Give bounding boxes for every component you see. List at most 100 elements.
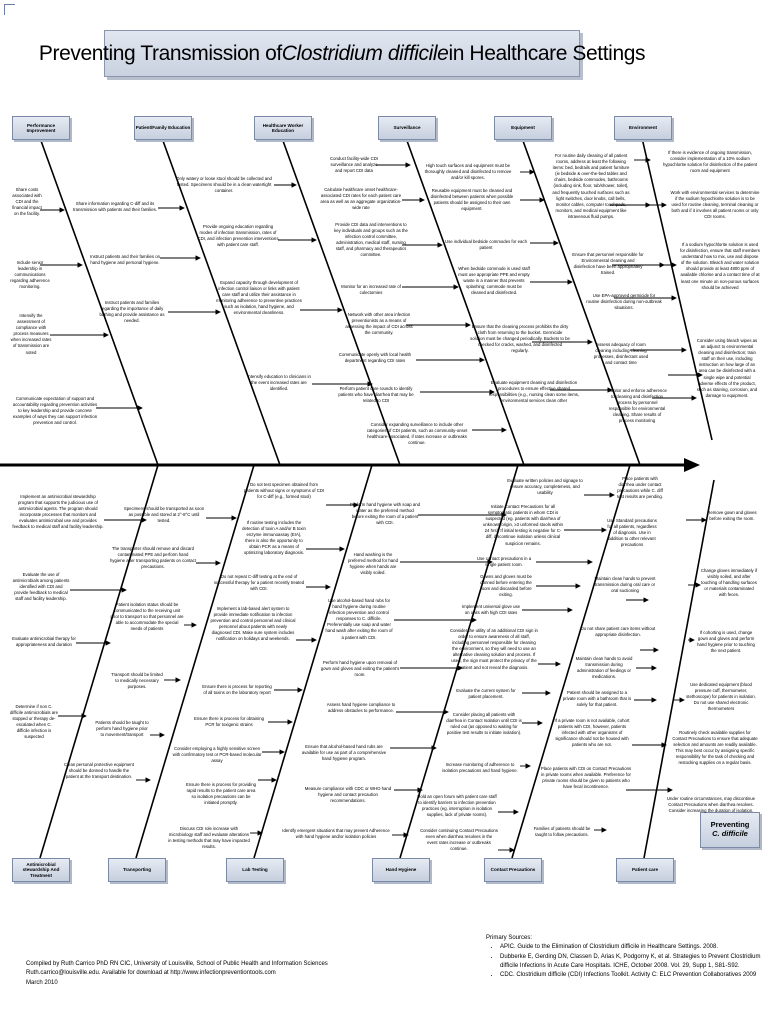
care-item-2: Change gloves immediately if visibly soi… — [700, 568, 758, 598]
surv-item-5: Network with other area infection preven… — [345, 312, 413, 336]
pfe-item-1: Share information regarding C-diff and i… — [72, 201, 158, 213]
contact2-item-3: Maintain clean hands to prevent transmis… — [594, 576, 656, 594]
category-contact-precautions: Contact Precautions — [484, 858, 542, 882]
hand-item-2: Hand washing is the preferred method for… — [348, 552, 398, 576]
trans-item-5: Patients should be taught to perform han… — [95, 720, 149, 738]
source-item: APIC. Guide to the Elimination of Clostr… — [500, 943, 768, 952]
bone-environment — [641, 137, 713, 441]
footer-credits: Compiled by Ruth Carrico PhD RN CIC, Uni… — [26, 960, 328, 988]
perf-item-4: Communicate expectation of support and a… — [12, 396, 98, 426]
hand-item-6: Ensure that alcohol-based hand rubs are … — [301, 744, 387, 762]
bone-patient-family — [161, 137, 281, 466]
title-prefix: Preventing Transmission of — [38, 41, 282, 65]
hand-item-8: Identify emergent situations that may pr… — [282, 828, 390, 840]
env-item-1: If there is evidence of ongoing transmis… — [662, 150, 758, 174]
contact-item-6: Consider the utility of an additional CD… — [450, 628, 538, 670]
lab-item-9: Discuss CDI role increase with microbiol… — [168, 826, 250, 850]
contact-item-2: Initiate Contact Precautions for all sym… — [483, 504, 563, 546]
hand-item-4: Perform hand hygiene upon removal of gow… — [320, 660, 400, 678]
env-item-2: Work with environmental services to dete… — [670, 190, 760, 220]
category-patient-family-education: Patient/Family Education — [134, 116, 192, 140]
bone-surveillance — [405, 137, 525, 466]
trans-item-6: Clean personal protective equipment shou… — [64, 762, 134, 780]
contact2-item-4: Do not share patient care items without … — [580, 626, 656, 638]
category-equipment: Equipment — [494, 116, 552, 140]
surv-item-6: Communicate openly with local health dep… — [338, 352, 412, 364]
env-item-4: Consider using bleach wipes as an adjunc… — [696, 338, 758, 398]
source-item: CDC. Clostridium difficile (CDI) Infecti… — [500, 971, 768, 980]
contact-item-8: Consider placing all patients with diarr… — [446, 712, 522, 736]
care-item-3: If cohorting is used, change gown and gl… — [697, 630, 755, 654]
lab-item-7: Consider employing a highly sensitive sc… — [172, 746, 262, 764]
category-patient-care: Patient care — [616, 858, 674, 882]
care-item-6: Under routine circumstances, may discont… — [666, 796, 756, 814]
env-daily-item-1: For routine daily cleaning of all patien… — [552, 153, 630, 219]
contact2-item-9: Families of patients should be taught to… — [533, 826, 591, 838]
env-daily-item-2: Ensure that personnel responsible for En… — [572, 252, 644, 276]
bone-transporting — [135, 464, 255, 859]
hand-item-5: Assess hand hygiene compliance to addres… — [326, 702, 396, 714]
surv-item-2: Calculate healthcare onset healthcare-as… — [320, 187, 402, 211]
lab-item-5: Ensure there is process for reporting of… — [202, 684, 272, 696]
lab-item-4: Implement a lab-based alert system to pr… — [210, 606, 296, 642]
category-environment: Environment — [614, 116, 672, 140]
contact-item-10: Hold an open forum with patient care sta… — [417, 794, 497, 818]
hand-item-7: Measure compliance with CDC or WHO hand … — [304, 786, 392, 804]
perf-item-3: Intensify the assessment of compliance w… — [10, 313, 52, 355]
anti-item-1: Implement an antimicrobial stewardship p… — [12, 494, 104, 530]
footer-date: March 2010 — [26, 979, 58, 986]
contact2-item-8: Place patients with CDI on Contact Preca… — [540, 766, 632, 790]
title-organism: Clostridium difficile — [281, 41, 449, 65]
hcw-item-2: Provide ongoing education regarding mode… — [197, 224, 279, 248]
perf-item-2: Include senior leadership in communicati… — [10, 260, 50, 290]
page-title: Preventing Transmission of Clostridium d… — [39, 30, 646, 77]
contact-item-1: Evaluate written policies and signage to… — [507, 478, 583, 496]
care-item-1: Remove gown and gloves before exiting th… — [707, 510, 757, 522]
contact-item-4: Gowns and gloves must be donned before e… — [480, 574, 532, 598]
fishbone-head-outcome: Preventing C. difficile — [700, 812, 760, 848]
env-daily-item-3: Use EPA-approved germicide for routine d… — [586, 293, 662, 311]
equip-item-4: When bedside commode is used staff must … — [458, 266, 530, 296]
equip-item-6: Evaluate equipment cleaning and disinfec… — [488, 380, 580, 404]
contact2-item-1: Place patients with diarrhea under conta… — [617, 476, 663, 500]
sources-list: APIC. Guide to the Elimination of Clostr… — [486, 943, 768, 980]
env-daily-item-5: Monitor and enforce adherence to cleanin… — [607, 388, 667, 424]
lab-item-6: Ensure there is process for obtaining PC… — [194, 716, 264, 728]
title-suffix: in Healthcare Settings — [448, 41, 646, 65]
trans-item-1: Specimens should be transported as soon … — [123, 506, 205, 524]
contact-item-3: Use contact precautions in a single pati… — [476, 556, 532, 568]
hand-item-1: Perform hand hygiene with soap and water… — [350, 502, 420, 526]
surv-item-3: Provide CDI data and interventions to ke… — [334, 222, 408, 258]
head-line-1: Preventing — [710, 820, 750, 830]
contact2-item-6: Patient should be assigned to a private … — [562, 690, 632, 708]
footer-contact-link[interactable]: Ruth.carrico@louisville.edu. Available f… — [26, 970, 276, 977]
env-daily-item-4: Assess adequacy of room cleaning includi… — [593, 342, 649, 366]
hcw-item-4: Intensify education to clinicians in the… — [247, 374, 311, 392]
surv-item-4: Monitor for an increased rate of colecto… — [341, 284, 401, 296]
equip-item-3: Use individual bedside commodes for each… — [445, 239, 527, 251]
lab-item-8: Ensure there is process for providing ra… — [186, 782, 256, 806]
trans-item-4: Transport should be limited to medically… — [111, 672, 163, 690]
pfe-item-2: Instruct patients and their families on … — [90, 254, 160, 266]
bone-antimicrobial — [39, 464, 159, 859]
bone-contact — [511, 464, 631, 859]
head-line-2: C. difficile — [712, 829, 748, 838]
contact2-item-5: Maintain clean hands to avoid transmissi… — [575, 656, 633, 680]
source-item: Dubberke E, Gerding DN, Classen D, Arias… — [500, 953, 768, 972]
perf-item-1: Share costs associated with CDI and the … — [12, 187, 42, 217]
category-transporting: Transporting — [108, 858, 166, 882]
sources-label: Primary Sources: — [486, 935, 533, 941]
bone-lab — [253, 464, 373, 859]
lab-item-2: If routine testing includes the detectio… — [242, 520, 306, 556]
bone-patient-care — [643, 479, 715, 859]
lab-item-3: Do not repeat C-diff testing at the end … — [213, 574, 305, 592]
category-healthcare-worker-education: Healthcare Worker Education — [254, 116, 312, 140]
anti-item-2: Evaluate the use of antimicrobials among… — [12, 572, 70, 602]
footer-compiled-by: Compiled by Ruth Carrico PhD RN CIC, Uni… — [26, 961, 328, 967]
surv-item-7: Perform patient care rounds to identify … — [338, 386, 414, 404]
bone-hcw-education — [281, 137, 401, 466]
contact-item-7: Evaluate the current system for patient … — [456, 688, 516, 700]
category-surveillance: Surveillance — [378, 116, 436, 140]
bone-equipment — [521, 137, 641, 466]
